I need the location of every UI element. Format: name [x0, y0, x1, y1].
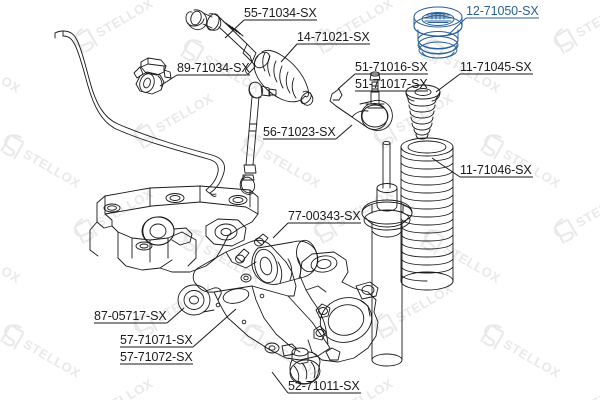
- part-label-control-arm-left[interactable]: 57-71071-SX: [120, 333, 193, 347]
- strut-mount-bearing: [413, 6, 463, 59]
- part-label-bump-stop[interactable]: 11-71045-SX: [460, 60, 532, 74]
- stabiliser-bar: [54, 30, 225, 197]
- bump-stop: [405, 84, 441, 140]
- control-arm-rear-bush: [235, 233, 319, 285]
- part-label-stabiliser-link[interactable]: 56-71023-SX: [263, 125, 336, 139]
- part-label-control-arm-right[interactable]: 57-71072-SX: [120, 350, 193, 364]
- stabiliser-bush-bracket: [133, 57, 172, 95]
- part-label-strut-mount-bearing[interactable]: 12-71050-SX: [466, 4, 539, 18]
- leader-line-stabiliser-link: [335, 124, 353, 140]
- control-arm-front-bush: [177, 284, 222, 316]
- part-label-tie-rod-end-right[interactable]: 51-71017-SX: [355, 77, 428, 91]
- ball-joint: [264, 342, 321, 385]
- steering-rack-boot: [253, 49, 314, 106]
- leader-line-ball-joint: [271, 371, 289, 394]
- dust-cover-bellows: [400, 137, 454, 291]
- leader-line-stabiliser-bush: [159, 74, 178, 87]
- leader-line-steering-rack-boot: [280, 43, 298, 63]
- leader-line-tie-rod-end-left: [337, 73, 356, 90]
- steering-knuckle: [299, 251, 379, 363]
- leader-line-control-arm-front-bush: [166, 307, 185, 324]
- leader-line-tie-rod-axle-joint: [224, 19, 245, 39]
- part-label-control-arm-front-bush[interactable]: 87-05717-SX: [94, 309, 167, 323]
- part-label-steering-rack-boot[interactable]: 14-71021-SX: [297, 30, 370, 44]
- subframe-crossmember: [89, 185, 259, 273]
- part-label-ball-joint[interactable]: 52-71011-SX: [288, 379, 360, 393]
- part-label-control-arm-rear-bush[interactable]: 77-00343-SX: [288, 209, 361, 223]
- leader-line-dust-cover-bellows: [431, 157, 461, 178]
- part-label-dust-cover-bellows[interactable]: 11-71046-SX: [460, 163, 532, 177]
- leader-line-bump-stop: [435, 73, 461, 93]
- shock-absorber-strut: [361, 140, 413, 367]
- lower-control-arm: [192, 239, 331, 361]
- part-label-tie-rod-end-left[interactable]: 51-71016-SX: [355, 60, 428, 74]
- part-label-stabiliser-bush[interactable]: 89-71034-SX: [177, 61, 250, 75]
- part-label-tie-rod-axle-joint[interactable]: 55-71034-SX: [244, 6, 317, 20]
- tie-rod-axle-joint: [185, 9, 257, 75]
- leader-line-control-arm-rear-bush: [272, 222, 289, 239]
- leader-line-control-arm-left: [192, 308, 237, 348]
- leader-line-strut-mount-bearing: [446, 17, 467, 37]
